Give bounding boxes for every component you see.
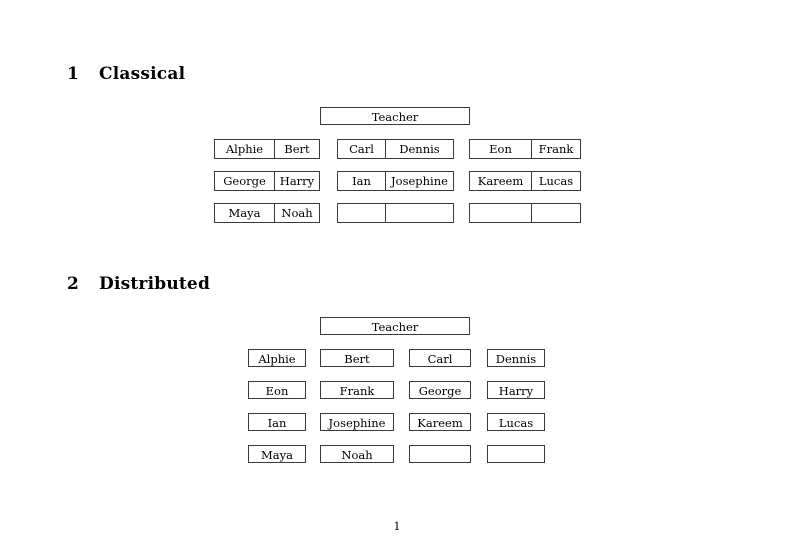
classical-group-row2-col1: George Harry	[214, 171, 320, 191]
table-row	[469, 203, 581, 223]
table-row: Eon Frank	[469, 139, 581, 159]
name-cell-empty	[337, 203, 386, 223]
distributed-box: Bert	[320, 349, 394, 367]
name-cell: Frank	[531, 139, 581, 159]
distributed-box: Alphie	[248, 349, 306, 367]
classical-group-row2-col2: Ian Josephine	[337, 171, 454, 191]
name-cell: Alphie	[214, 139, 275, 159]
distributed-box: Maya	[248, 445, 306, 463]
name-cell-empty	[385, 203, 454, 223]
distributed-box: Ian	[248, 413, 306, 431]
name-cell: George	[214, 171, 275, 191]
section-heading-classical: 1 Classical	[67, 64, 185, 84]
table-row: Carl Dennis	[337, 139, 454, 159]
name-cell: Harry	[274, 171, 320, 191]
classical-group-row3-col3	[469, 203, 581, 223]
name-cell-empty	[531, 203, 581, 223]
distributed-box: Dennis	[487, 349, 545, 367]
section-number: 1	[67, 64, 80, 84]
distributed-box: George	[409, 381, 471, 399]
classical-group-row2-col3: Kareem Lucas	[469, 171, 581, 191]
distributed-box: Harry	[487, 381, 545, 399]
table-row: Alphie Bert	[214, 139, 320, 159]
name-cell: Noah	[274, 203, 320, 223]
name-cell-empty	[469, 203, 532, 223]
table-row: George Harry	[214, 171, 320, 191]
distributed-box: Carl	[409, 349, 471, 367]
distributed-box-empty	[409, 445, 471, 463]
section-title: Distributed	[99, 274, 211, 294]
distributed-box: Eon	[248, 381, 306, 399]
teacher-box-distributed: Teacher	[320, 317, 470, 335]
distributed-box: Kareem	[409, 413, 471, 431]
section-title: Classical	[99, 64, 186, 84]
classical-group-row1-col3: Eon Frank	[469, 139, 581, 159]
distributed-box: Noah	[320, 445, 394, 463]
table-row: Ian Josephine	[337, 171, 454, 191]
name-cell: Josephine	[385, 171, 454, 191]
name-cell: Kareem	[469, 171, 532, 191]
distributed-box: Josephine	[320, 413, 394, 431]
table-row: Maya Noah	[214, 203, 320, 223]
page-number: 1	[393, 520, 401, 533]
distributed-box: Frank	[320, 381, 394, 399]
name-cell: Maya	[214, 203, 275, 223]
section-heading-distributed: 2 Distributed	[67, 274, 210, 294]
table-row	[337, 203, 454, 223]
distributed-box: Lucas	[487, 413, 545, 431]
table-row: Kareem Lucas	[469, 171, 581, 191]
section-number: 2	[67, 274, 80, 294]
classical-group-row3-col2	[337, 203, 454, 223]
classical-group-row3-col1: Maya Noah	[214, 203, 320, 223]
name-cell: Eon	[469, 139, 532, 159]
teacher-box-classical: Teacher	[320, 107, 470, 125]
name-cell: Ian	[337, 171, 386, 191]
name-cell: Bert	[274, 139, 320, 159]
name-cell: Dennis	[385, 139, 454, 159]
name-cell: Lucas	[531, 171, 581, 191]
distributed-box-empty	[487, 445, 545, 463]
classical-group-row1-col2: Carl Dennis	[337, 139, 454, 159]
classical-group-row1-col1: Alphie Bert	[214, 139, 320, 159]
name-cell: Carl	[337, 139, 386, 159]
